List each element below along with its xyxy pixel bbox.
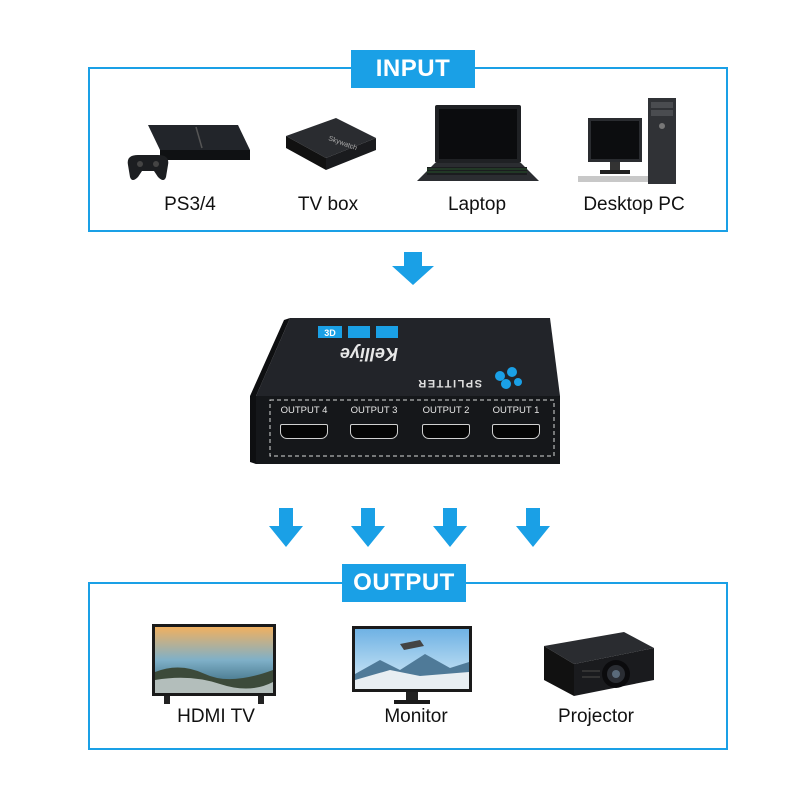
arrow-down-icon xyxy=(351,508,385,547)
device-label-projector: Projector xyxy=(557,706,635,727)
output-title: OUTPUT xyxy=(342,564,466,602)
device-label-tv-box: TV box xyxy=(297,194,359,215)
hdmi-port xyxy=(422,424,470,439)
device-ps xyxy=(118,105,258,185)
splitter-brand: Kelliye xyxy=(340,344,398,364)
arrow-down-icon xyxy=(516,508,550,547)
splitter-port-label: OUTPUT 4 xyxy=(280,405,328,416)
hdmi-port xyxy=(280,424,328,439)
laptop-icon xyxy=(417,105,539,181)
arrow-down-icon xyxy=(433,508,467,547)
desktop-pc-icon xyxy=(578,98,676,184)
device-tv-box: Skywatch xyxy=(280,112,380,182)
device-label-laptop: Laptop xyxy=(447,194,507,215)
device-projector xyxy=(534,626,658,706)
projector-icon xyxy=(544,632,654,696)
device-label-ps: PS3/4 xyxy=(164,194,216,215)
device-monitor xyxy=(350,624,474,708)
device-desktop-pc xyxy=(574,96,686,188)
device-label-monitor: Monitor xyxy=(384,706,448,727)
device-hdmi-tv xyxy=(150,622,278,706)
hdmi-port xyxy=(350,424,398,439)
hdmi-tv-icon xyxy=(152,624,276,704)
device-label-hdmi-tv: HDMI TV xyxy=(177,706,255,727)
input-title: INPUT xyxy=(351,50,475,88)
splitter-port-label: OUTPUT 3 xyxy=(350,405,398,416)
monitor-icon xyxy=(352,626,472,704)
hdmi-port xyxy=(492,424,540,439)
badge-3d: 3D xyxy=(324,328,336,338)
device-label-desktop-pc: Desktop PC xyxy=(583,194,685,215)
game-console-icon xyxy=(127,125,250,180)
splitter-port-label: OUTPUT 1 xyxy=(492,405,540,416)
splitter-port-label: OUTPUT 2 xyxy=(422,405,470,416)
arrow-down-icon xyxy=(269,508,303,547)
device-laptop xyxy=(413,103,543,185)
splitter-type: SPLITTER xyxy=(417,377,482,389)
hdmi-splitter: Kelliye SPLITTER 3D xyxy=(250,312,570,472)
arrow-down-icon xyxy=(392,252,434,285)
tv-box-icon: Skywatch xyxy=(286,118,376,170)
